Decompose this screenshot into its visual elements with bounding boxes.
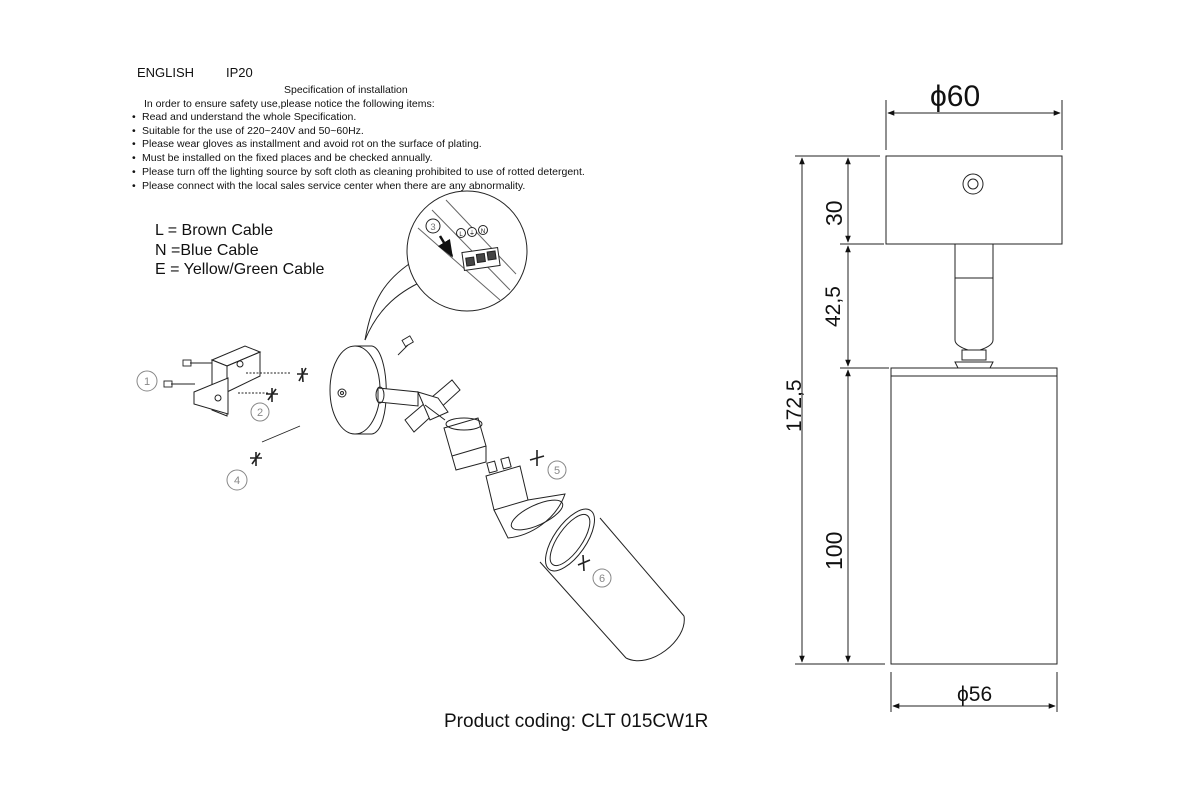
terminal-label: L — [459, 232, 463, 238]
total-height-label: 172,5 — [783, 379, 806, 432]
spec-intro: In order to ensure safety use,please not… — [144, 98, 435, 110]
step-number: 4 — [234, 475, 240, 487]
mounting-bracket — [193, 345, 262, 417]
spec-item: Read and understand the whole Specificat… — [132, 111, 585, 125]
terminal-label: N — [481, 229, 485, 235]
spec-list: Read and understand the whole Specificat… — [132, 111, 585, 193]
gu10-bulb — [485, 456, 566, 539]
body-height-label: 100 — [821, 532, 847, 570]
spec-item: Must be installed on the fixed places an… — [132, 152, 585, 166]
exploded-view: 3 L ⏚ N — [136, 190, 685, 662]
step-number: 3 — [430, 222, 435, 233]
arm-height-label: 42,5 — [822, 286, 845, 327]
dimension-drawing — [795, 100, 1063, 712]
step-number: 1 — [144, 376, 150, 388]
swivel-arm — [375, 379, 461, 433]
product-coding: Product coding: CLT 015CW1R — [444, 711, 709, 732]
legend-live: L = Brown Cable — [155, 222, 274, 239]
spec-item: Suitable for the use of 220~240V and 50~… — [132, 125, 585, 139]
screwdriver-icon — [250, 367, 591, 572]
head-height-label: 30 — [821, 200, 847, 226]
spec-title: Specification of installation — [284, 84, 408, 96]
spec-item: Please wear gloves as installment and av… — [132, 138, 585, 152]
step-marker — [592, 568, 612, 588]
bottom-diameter-label: ϕ56 — [957, 683, 992, 706]
mount-hole-icon — [962, 173, 984, 195]
screws — [163, 335, 414, 443]
fixture-head — [885, 155, 1063, 245]
legend-earth: E = Yellow/Green Cable — [155, 261, 325, 278]
step-markers — [136, 370, 612, 588]
terminal-label: ⏚ — [469, 230, 475, 237]
step-marker — [136, 370, 158, 392]
step-marker — [250, 402, 270, 422]
wiring-detail-callout: 3 L ⏚ N — [364, 190, 528, 341]
ip-rating-label: IP20 — [226, 65, 253, 80]
spec-item: Please connect with the local sales serv… — [132, 180, 585, 194]
step-number: 6 — [599, 573, 605, 585]
step-marker — [547, 460, 567, 480]
lamp-socket — [443, 417, 487, 471]
cylinder-shade — [539, 508, 685, 662]
top-diameter-label: ϕ60 — [930, 80, 980, 113]
step-number: 5 — [554, 465, 560, 477]
language-label: ENGLISH — [137, 65, 195, 80]
spec-item: Please turn off the lighting source by s… — [132, 166, 585, 180]
ceiling-base — [329, 345, 387, 435]
legend-neutral: N =Blue Cable — [155, 241, 259, 259]
step-marker — [425, 218, 441, 234]
fixture-body — [890, 367, 1058, 665]
step-marker — [226, 469, 248, 491]
wiring-legend: L = Brown Cable N =Blue Cable E = Yellow… — [155, 221, 324, 280]
step-number: 2 — [257, 407, 263, 419]
arrow-icon — [437, 235, 454, 258]
fixture-arm — [954, 243, 994, 369]
